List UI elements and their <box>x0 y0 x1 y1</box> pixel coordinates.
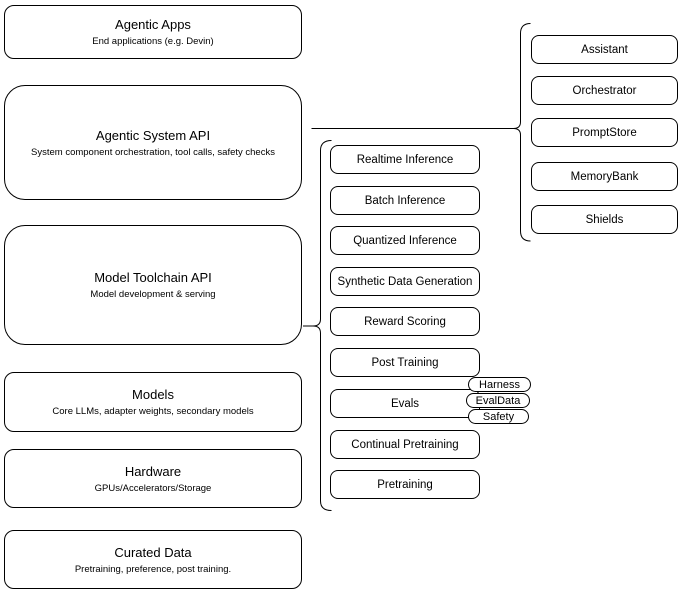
box-continual-pretraining: Continual Pretraining <box>330 430 480 459</box>
box-model-toolchain-api: Model Toolchain API Model development & … <box>4 225 302 345</box>
curated-data-title: Curated Data <box>114 544 192 560</box>
agentic-apps-title: Agentic Apps <box>115 17 191 32</box>
box-curated-data: Curated Data Pretraining, preference, po… <box>4 530 302 589</box>
tag-harness: Harness <box>468 377 531 392</box>
box-reward-scoring: Reward Scoring <box>330 307 480 336</box>
box-orchestrator: Orchestrator <box>531 76 678 105</box>
tag-safety: Safety <box>468 409 529 424</box>
box-promptstore: PromptStore <box>531 118 678 147</box>
box-quantized-inference: Quantized Inference <box>330 226 480 255</box>
box-assistant: Assistant <box>531 35 678 64</box>
models-title: Models <box>132 387 174 402</box>
model-toolchain-api-subtitle: Model development & serving <box>90 289 216 300</box>
box-batch-inference: Batch Inference <box>330 186 480 215</box>
box-agentic-system-api: Agentic System API System component orch… <box>4 85 302 200</box>
box-shields: Shields <box>531 205 678 234</box>
system-components-bracket <box>513 23 531 242</box>
agentic-apps-subtitle: End applications (e.g. Devin) <box>92 36 214 47</box>
box-post-training: Post Training <box>330 348 480 377</box>
model-toolchain-api-title: Model Toolchain API <box>94 270 212 285</box>
hardware-title: Hardware <box>124 463 182 479</box>
box-realtime-inference: Realtime Inference <box>330 145 480 174</box>
box-evals: Evals <box>330 389 480 418</box>
agentic-system-api-title: Agentic System API <box>95 127 211 143</box>
box-pretraining: Pretraining <box>330 470 480 499</box>
tag-evaldata: EvalData <box>466 393 530 408</box>
box-agentic-apps: Agentic Apps End applications (e.g. Devi… <box>4 5 302 59</box>
toolchain-bracket <box>312 140 332 511</box>
box-memorybank: MemoryBank <box>531 162 678 191</box>
box-hardware: Hardware GPUs/Accelerators/Storage <box>4 449 302 508</box>
hardware-subtitle: GPUs/Accelerators/Storage <box>94 482 212 494</box>
models-subtitle: Core LLMs, adapter weights, secondary mo… <box>52 406 254 417</box>
agentic-system-api-subtitle: System component orchestration, tool cal… <box>31 146 275 158</box>
box-models: Models Core LLMs, adapter weights, secon… <box>4 372 302 432</box>
box-synthetic-data-generation: Synthetic Data Generation <box>330 267 480 296</box>
curated-data-subtitle: Pretraining, preference, post training. <box>74 563 232 575</box>
